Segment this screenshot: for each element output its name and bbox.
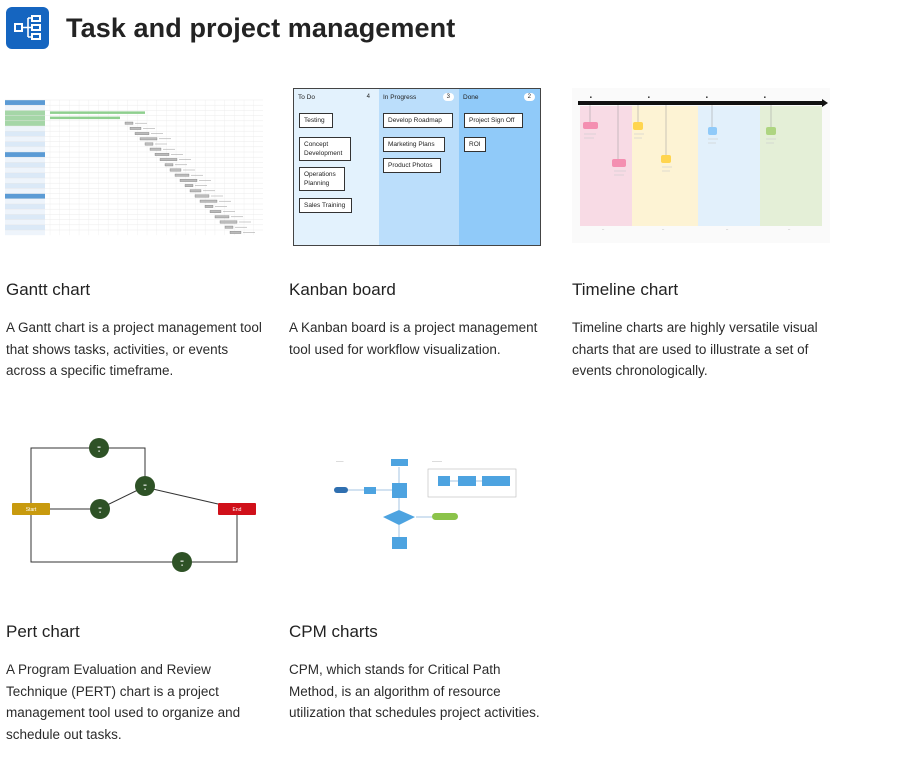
pert-card-description: A Program Evaluation and Review Techniqu… (6, 662, 241, 742)
gantt-chart-thumbnail[interactable] (5, 92, 263, 240)
pert-card-title[interactable]: Pert chart (6, 622, 80, 641)
kanban-card: ROI (464, 137, 486, 152)
kanban-column-count: 3 (442, 93, 454, 101)
flowchart-icon (6, 7, 49, 49)
svg-text:■: ■ (706, 95, 708, 99)
kanban-card: Sales Training (299, 198, 352, 213)
svg-text:─: ─ (725, 227, 729, 231)
kanban-card: Concept Development (299, 137, 351, 161)
svg-text:■: ■ (98, 450, 100, 453)
kanban-card-description: A Kanban board is a project management t… (289, 320, 538, 357)
svg-text:■■: ■■ (98, 507, 102, 510)
svg-text:■■: ■■ (97, 446, 101, 449)
pert-start-label: Start (26, 507, 37, 513)
svg-text:────: ──── (431, 460, 442, 464)
kanban-board: To Do 4 Testing Concept Development Oper… (293, 88, 541, 246)
kanban-card: Testing (299, 113, 333, 128)
pert-end-node (218, 503, 256, 515)
kanban-card: Product Photos (383, 158, 441, 173)
timeline-card-title[interactable]: Timeline chart (572, 280, 679, 299)
svg-text:■: ■ (590, 95, 592, 99)
kanban-column-in-progress: In Progress 3 Develop Roadmap Marketing … (379, 89, 459, 245)
svg-text:■: ■ (99, 511, 101, 514)
pert-end-label: End (233, 507, 242, 513)
svg-text:■: ■ (181, 564, 183, 567)
kanban-board-thumbnail[interactable]: To Do 4 Testing Concept Development Oper… (293, 88, 541, 246)
pert-chart-thumbnail[interactable]: Start End ■■■ ■■■ ■■■ ■■■ (0, 430, 262, 580)
kanban-card-title[interactable]: Kanban board (289, 280, 396, 299)
kanban-column-title: In Progress (383, 94, 417, 101)
svg-text:─: ─ (661, 227, 665, 231)
kanban-card: Develop Roadmap (383, 113, 453, 128)
cpm-card-title[interactable]: CPM charts (289, 622, 378, 641)
svg-text:■■: ■■ (180, 560, 184, 563)
timeline-chart-thumbnail[interactable]: ■ ■ ■ ■ ─ ─ ─ ─ (572, 88, 830, 243)
kanban-card: Project Sign Off (464, 113, 523, 128)
page-header: Task and project management (6, 6, 455, 50)
gantt-card-title[interactable]: Gantt chart (6, 280, 91, 299)
pert-start-node (12, 503, 50, 515)
svg-text:■: ■ (648, 95, 650, 99)
kanban-column-done: Done 2 Project Sign Off ROI (459, 89, 540, 245)
kanban-column-title: Done (463, 94, 479, 101)
svg-text:■■: ■■ (143, 484, 147, 487)
svg-text:─: ─ (601, 227, 605, 231)
cpm-chart-thumbnail[interactable]: ─── ──── (330, 455, 520, 555)
kanban-column-count: 4 (366, 94, 370, 100)
gantt-card-description: A Gantt chart is a project management to… (6, 320, 262, 378)
kanban-column-todo: To Do 4 Testing Concept Development Oper… (294, 89, 379, 245)
kanban-column-count: 2 (523, 93, 535, 101)
timeline-card-description: Timeline charts are highly versatile vis… (572, 320, 818, 378)
kanban-card: Marketing Plans (383, 137, 445, 152)
svg-text:■: ■ (764, 95, 766, 99)
kanban-card: Operations Planning (299, 167, 345, 191)
svg-text:■: ■ (144, 488, 146, 491)
svg-text:─: ─ (787, 227, 791, 231)
cpm-card-description: CPM, which stands for Critical Path Meth… (289, 662, 540, 720)
kanban-column-title: To Do (298, 94, 315, 101)
page-title: Task and project management (66, 12, 456, 43)
svg-text:───: ─── (335, 460, 344, 464)
